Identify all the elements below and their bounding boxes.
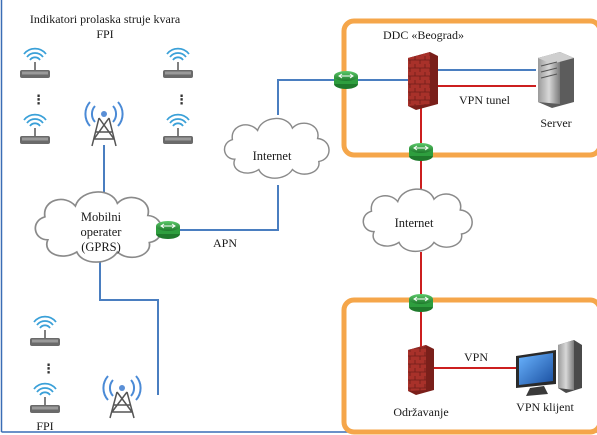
radio-tower-icon bbox=[102, 375, 142, 419]
firewall-icon bbox=[408, 345, 434, 395]
firewall-icon bbox=[408, 52, 438, 110]
ellipsis-marker: ⋮ bbox=[42, 361, 55, 376]
wireless-device-icon bbox=[30, 382, 60, 413]
workstation-icon bbox=[516, 340, 582, 396]
mobile-operator-line1: Mobilni bbox=[81, 210, 122, 224]
maintenance-zone bbox=[341, 297, 597, 435]
mobile-operator-line2: operater bbox=[81, 225, 123, 239]
vpn-label: VPN bbox=[464, 350, 488, 364]
ddc-title: DDC «Beograd» bbox=[383, 28, 464, 42]
vpn-tunnel-label: VPN tunel bbox=[459, 93, 511, 107]
vpn-client-label: VPN klijent bbox=[516, 400, 574, 414]
wireless-device-icon bbox=[20, 113, 50, 144]
server-label: Server bbox=[540, 116, 571, 130]
link-internet-top-ddc-router bbox=[277, 79, 335, 115]
radio-tower-icon bbox=[84, 101, 124, 147]
router-icon bbox=[409, 294, 433, 312]
internet-top-label: Internet bbox=[253, 149, 292, 163]
fpi-bottom-label: FPI bbox=[36, 419, 53, 433]
server-icon bbox=[538, 52, 574, 108]
apn-label: APN bbox=[213, 236, 237, 250]
wireless-device-icon bbox=[163, 113, 193, 144]
wireless-device-icon bbox=[163, 47, 193, 78]
ellipsis-marker: ⋮ bbox=[175, 92, 188, 107]
link-apn-internet-top bbox=[178, 185, 279, 231]
link-mobile-bottom-tower bbox=[99, 262, 159, 395]
fpi-devices bbox=[20, 47, 193, 413]
internet-mid-label: Internet bbox=[395, 216, 434, 230]
router-icon bbox=[334, 71, 358, 89]
ellipsis-marker: ⋮ bbox=[32, 92, 45, 107]
wireless-device-icon bbox=[20, 47, 50, 78]
fpi-heading-line2: FPI bbox=[96, 27, 113, 41]
wireless-device-icon bbox=[30, 315, 60, 346]
router-icon bbox=[156, 221, 180, 239]
mobile-operator-line3: (GPRS) bbox=[81, 240, 121, 254]
fpi-heading-line1: Indikatori prolaska struje kvara bbox=[30, 12, 181, 26]
maintenance-label: Održavanje bbox=[393, 405, 448, 419]
router-icon bbox=[409, 143, 433, 161]
